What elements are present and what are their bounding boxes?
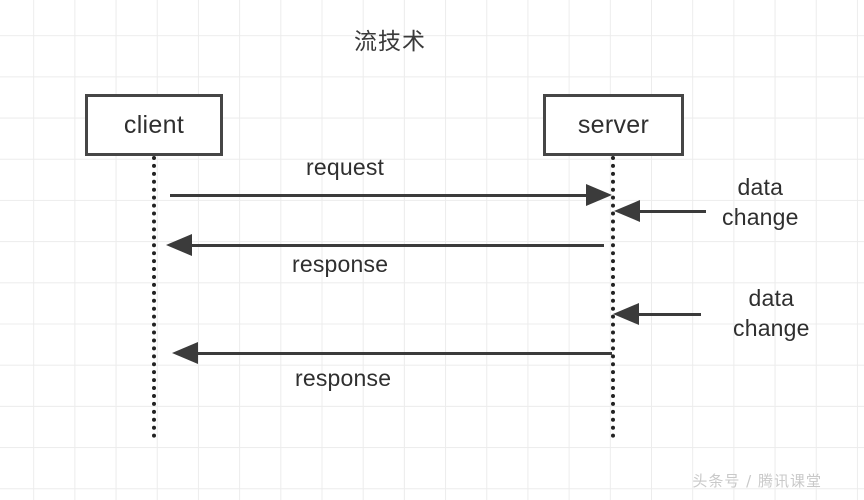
message-label-datachange-1-line1: data — [737, 174, 784, 200]
arrow-head-left-icon — [614, 200, 640, 222]
arrow-head-left-icon — [166, 234, 192, 256]
message-label-datachange-1-line2: change — [722, 204, 799, 230]
arrow-head-right-icon — [586, 184, 612, 206]
message-line-datachange-2 — [639, 313, 701, 316]
message-label-datachange-2: data change — [733, 283, 810, 343]
message-label-request: request — [306, 154, 385, 180]
lifeline-server — [611, 156, 615, 438]
message-line-response-2 — [198, 352, 612, 355]
message-label-datachange-2-line2: change — [733, 315, 810, 341]
message-label-datachange-2-line1: data — [748, 285, 795, 311]
message-label-datachange-1: data change — [722, 172, 799, 232]
message-line-datachange-1 — [640, 210, 706, 213]
watermark: 头条号 / 腾讯课堂 — [692, 472, 822, 490]
message-line-request — [170, 194, 588, 197]
message-label-response-2: response — [295, 365, 392, 391]
lifeline-client — [152, 156, 156, 438]
arrow-head-left-icon — [172, 342, 198, 364]
participant-label-client: client — [123, 110, 185, 139]
message-label-response-1: response — [292, 251, 389, 277]
page-title: 流技术 — [354, 29, 426, 55]
participant-box-server: server — [543, 94, 684, 156]
participant-label-server: server — [577, 110, 650, 139]
arrow-head-left-icon — [613, 303, 639, 325]
message-line-response-1 — [192, 244, 604, 247]
participant-box-client: client — [85, 94, 223, 156]
